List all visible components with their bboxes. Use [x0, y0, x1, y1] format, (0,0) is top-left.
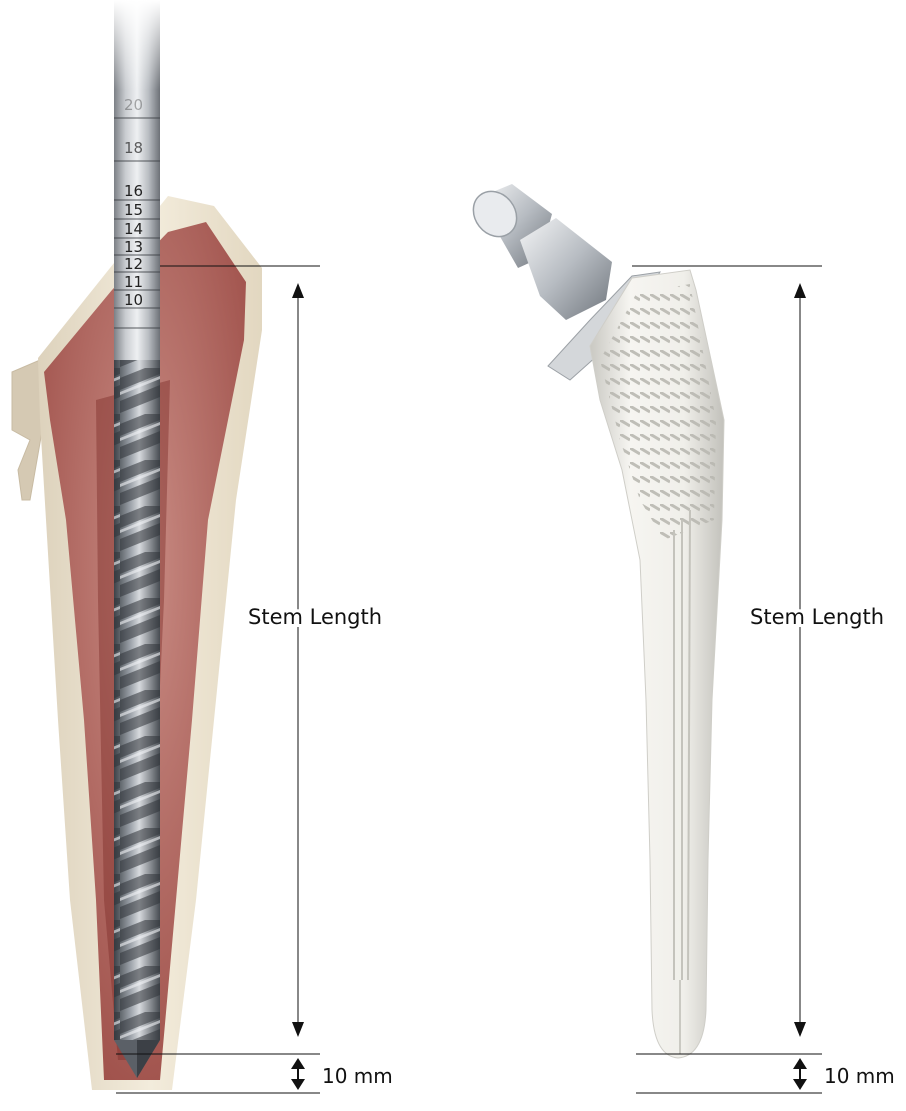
scale-mark-11: 11 — [124, 273, 143, 291]
scale-mark-10: 10 — [124, 291, 143, 309]
scale-mark-15: 15 — [124, 201, 143, 219]
scale-mark-16: 16 — [124, 182, 143, 200]
left-stem-length-label: Stem Length — [248, 605, 382, 629]
scale-mark-18: 18 — [124, 139, 143, 157]
right-stem-length-label: Stem Length — [750, 605, 884, 629]
scale-mark-14: 14 — [124, 220, 143, 238]
scale-mark-20: 20 — [124, 96, 143, 114]
right-10mm-label: 10 mm — [824, 1064, 895, 1088]
scale-mark-13: 13 — [124, 238, 143, 256]
reamer-illustration: 20 18 16 15 14 13 12 11 10 — [114, 0, 160, 1078]
hip-stem-implant — [464, 183, 724, 1058]
left-10mm-label: 10 mm — [322, 1064, 393, 1088]
scale-mark-12: 12 — [124, 255, 143, 273]
